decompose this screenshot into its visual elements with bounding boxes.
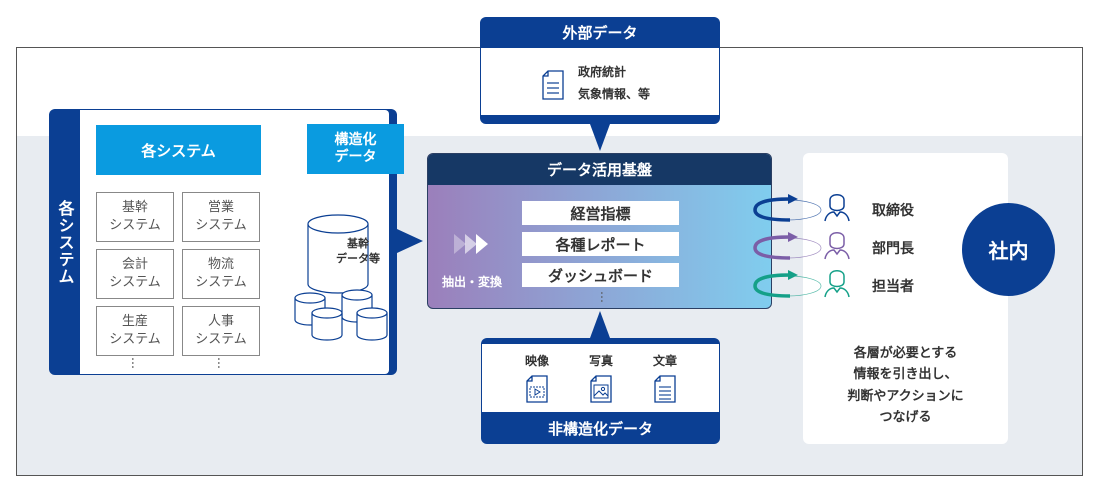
system-box-accounting: 会計 システム (96, 249, 174, 299)
database-label: 基幹 データ等 (336, 237, 380, 266)
unstructured-item-document: 文章 (640, 352, 690, 407)
platform-item-kpi: 経営指標 (522, 201, 679, 225)
system-box-hr: 人事 システム (182, 306, 260, 356)
unstructured-data-pointer (590, 311, 610, 338)
main-cylinder-top (307, 214, 369, 234)
external-data-line1: 政府統計 (578, 65, 627, 79)
system-box-production: 生産 システム (96, 306, 174, 356)
more-systems-dots: … (129, 357, 143, 368)
document-icon (654, 375, 676, 403)
platform-more-dots: … (598, 291, 612, 302)
document-icon (542, 70, 564, 100)
system-box-sales: 営業 システム (182, 192, 260, 242)
company-description: 各層が必要とする 情報を引き出し、 判断やアクションに つなげる (847, 346, 964, 426)
role-staff: 担当者 (872, 279, 914, 295)
platform-title: データ活用基盤 (428, 154, 771, 185)
cycle-arrow-executive (753, 194, 822, 222)
database-icon (294, 214, 388, 341)
role-manager: 部門長 (872, 241, 914, 257)
document-label: 文章 (652, 354, 677, 368)
photo-label: 写真 (588, 354, 613, 368)
systems-side-label-text: 各システム (55, 199, 75, 285)
video-file-icon (526, 375, 548, 403)
unstructured-item-video: 映像 (512, 352, 562, 407)
unstructured-data-title: 非構造化データ (547, 419, 653, 438)
structured-data-header: 構造化 データ (307, 124, 404, 174)
company-panel (803, 153, 1008, 444)
systems-panel-body: 各システム 構造化 データ 基幹 システム 営業 システム 会計 システム 物流… (80, 110, 404, 374)
systems-side-label: 各システム (49, 109, 80, 375)
external-data-body: 政府統計 気象情報、等 (481, 48, 719, 115)
role-executive: 取締役 (872, 203, 914, 219)
external-data-line2: 気象情報、等 (578, 86, 651, 101)
unstructured-data-body: 映像 写真 文章 (482, 344, 719, 412)
system-box-logistics: 物流 システム (182, 249, 260, 299)
system-box-core: 基幹 システム (96, 192, 174, 242)
person-icon-staff (824, 270, 850, 298)
chevrons-icon (454, 234, 488, 254)
cycle-arrow-manager (753, 232, 822, 260)
systems-header: 各システム (96, 125, 261, 175)
company-badge: 社内 (962, 203, 1055, 296)
systems-panel: 各システム 各システム 構造化 データ 基幹 システム 営業 システム 会計 シ… (49, 109, 404, 375)
platform-item-dashboard: ダッシュボード (522, 263, 679, 287)
data-platform: データ活用基盤 抽出・変換 経営指標 各種レポート ダッシュボード … (427, 153, 772, 309)
etl-label: 抽出・変換 (442, 275, 503, 289)
external-data-box: 外部データ 政府統計 気象情報、等 (480, 17, 720, 124)
cycle-arrow-staff (753, 270, 822, 298)
video-label: 映像 (524, 354, 549, 368)
main-cylinder-body (307, 224, 369, 294)
more-systems-dots: … (215, 357, 229, 368)
unstructured-item-photo: 写真 (576, 352, 626, 407)
person-icon-manager (824, 232, 850, 260)
person-icon-executive (824, 194, 850, 222)
arrow-to-platform (397, 229, 423, 253)
role-cycles (753, 194, 850, 298)
unstructured-data-box: 映像 写真 文章 (481, 338, 720, 444)
external-data-title: 外部データ (562, 23, 638, 42)
image-file-icon (590, 375, 612, 403)
platform-item-reports: 各種レポート (522, 232, 679, 256)
external-data-pointer (590, 124, 610, 151)
external-data-text: 政府統計 気象情報、等 (578, 62, 650, 105)
